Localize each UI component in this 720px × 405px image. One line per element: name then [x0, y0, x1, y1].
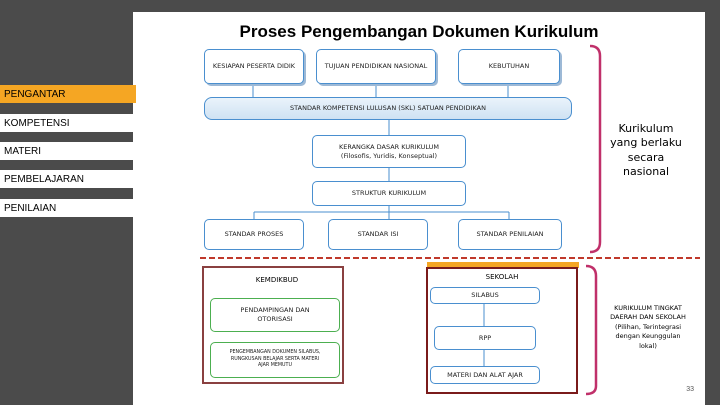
box-pendampingan-otorisasi: PENDAMPINGAN DAN OTORISASI [210, 298, 340, 332]
box-silabus: SILABUS [430, 287, 540, 304]
sidebar-item-materi[interactable]: MATERI [0, 142, 134, 160]
note-kurikulum-daerah-sekolah: KURIKULUM TINGKAT DAERAH DAN SEKOLAH (Pi… [610, 304, 686, 350]
box-standar-proses: STANDAR PROSES [204, 219, 304, 250]
box-pengembangan-dokumen: PENGEMBANGAN DOKUMEN SILABUS, RUNGKUSAN … [210, 342, 340, 378]
sidebar-item-kompetensi[interactable]: KOMPETENSI [0, 114, 134, 132]
page-number: 33 [686, 386, 694, 393]
box-kesiapan-peserta-didik: KESIAPAN PESERTA DIDIK [204, 49, 304, 84]
box-skl: STANDAR KOMPETENSI LULUSAN (SKL) SATUAN … [204, 97, 572, 120]
box-rpp: RPP [434, 326, 536, 350]
sidebar-item-pengantar[interactable]: PENGANTAR [0, 85, 136, 103]
box-standar-isi: STANDAR ISI [328, 219, 428, 250]
slide-title: Proses Pengembangan Dokumen Kurikulum [239, 22, 599, 41]
note-kurikulum-nasional: Kurikulum yang berlaku secara nasional [610, 122, 682, 178]
box-materi-alat-ajar: MATERI DAN ALAT AJAR [430, 366, 540, 384]
kemdikbud-frame [202, 266, 344, 384]
sidebar-item-penilaian[interactable]: PENILAIAN [0, 199, 134, 217]
box-tujuan-pendidikan-nasional: TUJUAN PENDIDIKAN NASIONAL [316, 49, 436, 84]
sidebar-item-pembelajaran[interactable]: PEMBELAJARAN [0, 170, 134, 188]
sekolah-frame [426, 267, 578, 394]
box-struktur-kurikulum: STRUKTUR KURIKULUM [312, 181, 466, 206]
box-kebutuhan: KEBUTUHAN [458, 49, 560, 84]
label-sekolah: SEKOLAH [485, 273, 519, 281]
label-kemdikbud: KEMDIKBUD [255, 276, 299, 284]
box-kerangka-dasar: KERANGKA DASAR KURIKULUM (Filosofis, Yur… [312, 135, 466, 168]
box-standar-penilaian: STANDAR PENILAIAN [458, 219, 562, 250]
